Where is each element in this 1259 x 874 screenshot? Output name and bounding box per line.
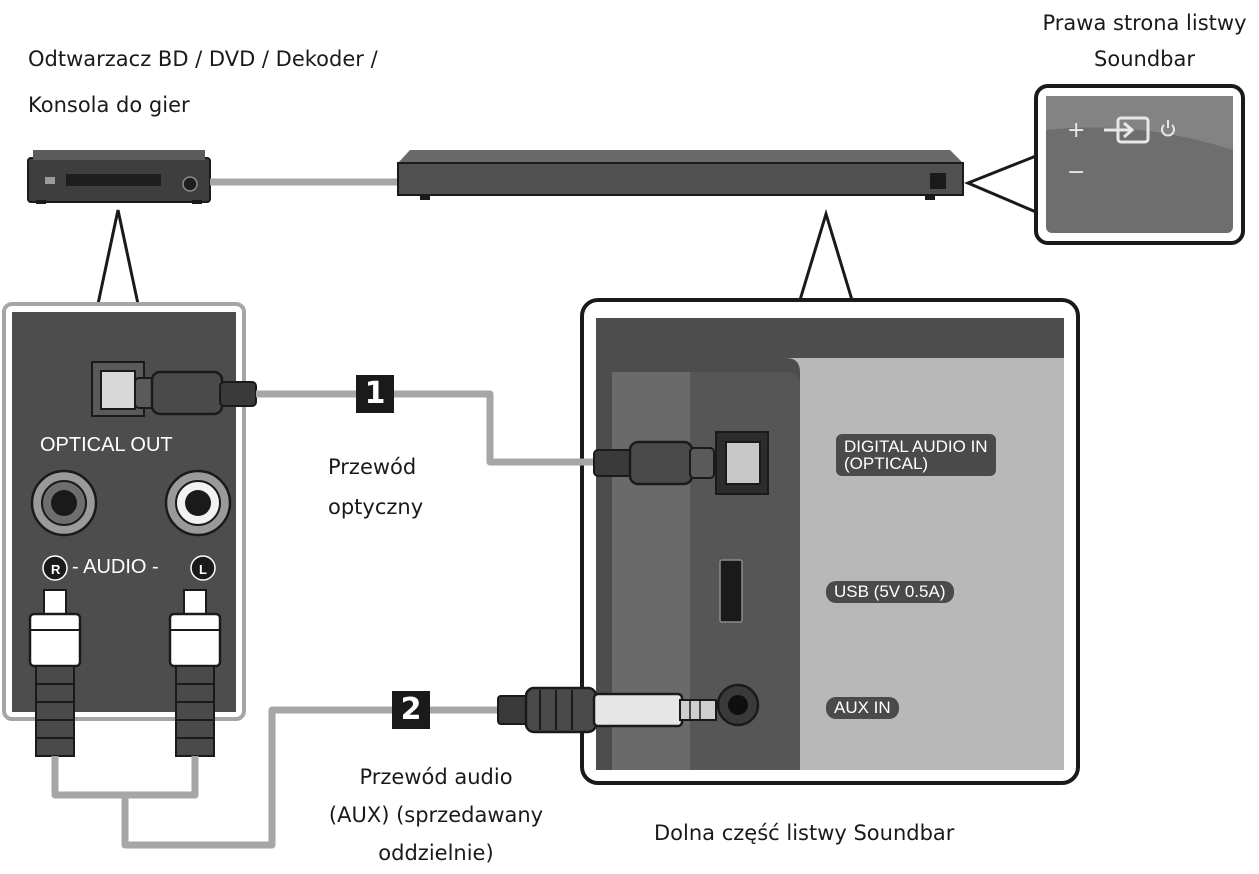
- soundbar-bottom-label: Dolna część listwy Soundbar: [654, 821, 955, 845]
- right-side-callout: [964, 84, 1245, 245]
- digital-audio-in-label-line2: (OPTICAL): [844, 454, 929, 473]
- left-channel-label: L: [199, 562, 207, 577]
- optical-cable: [256, 390, 596, 466]
- right-side-label-line2: Soundbar: [1094, 47, 1195, 71]
- aux-in-port: [716, 683, 760, 727]
- connection-1-caption-line1: Przewód: [328, 455, 417, 479]
- power-icon: [1161, 120, 1175, 137]
- rca-jack-right: [30, 469, 98, 537]
- soundbar: [397, 150, 964, 200]
- optical-out-label: OPTICAL OUT: [40, 434, 173, 456]
- right-channel-marker: [42, 555, 68, 581]
- right-channel-label: R: [51, 562, 61, 577]
- digital-audio-in-label-line1: DIGITAL AUDIO IN: [844, 437, 988, 456]
- optical-plug-source: [134, 370, 257, 416]
- rca-plug-right: [28, 589, 82, 757]
- right-side-label-line1: Prawa strona listwy: [1042, 11, 1247, 35]
- soundbar-callout-pointer: [798, 208, 854, 301]
- rca-plug-left: [168, 589, 222, 757]
- digital-audio-in-port: [715, 431, 769, 495]
- connection-2-caption-line1: Przewód audio: [359, 765, 513, 789]
- connection-2-badge: 2: [392, 691, 430, 729]
- left-channel-marker: [190, 555, 216, 581]
- aux-cable-left-branch: [125, 756, 199, 799]
- source-device-label-line2: Konsola do gier: [28, 93, 190, 117]
- volume-up-button: +: [1067, 118, 1086, 143]
- usb-label: USB (5V 0.5A): [826, 581, 954, 603]
- rca-jack-left: [164, 469, 232, 537]
- source-input-icon: [1104, 116, 1150, 144]
- connection-1-badge: 1: [356, 375, 394, 413]
- source-device: [27, 150, 211, 204]
- connection-2-caption-line3: oddzielnie): [378, 841, 494, 865]
- aux-cable: [51, 706, 500, 849]
- source-callout-pointer: [96, 209, 140, 305]
- source-device-label-line1: Odtwarzacz BD / DVD / Dekoder /: [28, 47, 378, 71]
- optical-plug-soundbar: [593, 440, 715, 486]
- usb-port: [719, 559, 743, 623]
- aux-in-label: AUX IN: [826, 697, 899, 719]
- connection-1-caption-line2: optyczny: [328, 495, 424, 519]
- volume-down-button: −: [1067, 160, 1086, 185]
- audio-label: - AUDIO -: [72, 556, 159, 578]
- digital-audio-in-label: DIGITAL AUDIO IN (OPTICAL): [836, 434, 996, 476]
- soundbar-bottom-panel: [580, 298, 1080, 785]
- connection-2-caption-line2: (AUX) (sprzedawany: [328, 803, 544, 827]
- aux-plug: [497, 686, 717, 734]
